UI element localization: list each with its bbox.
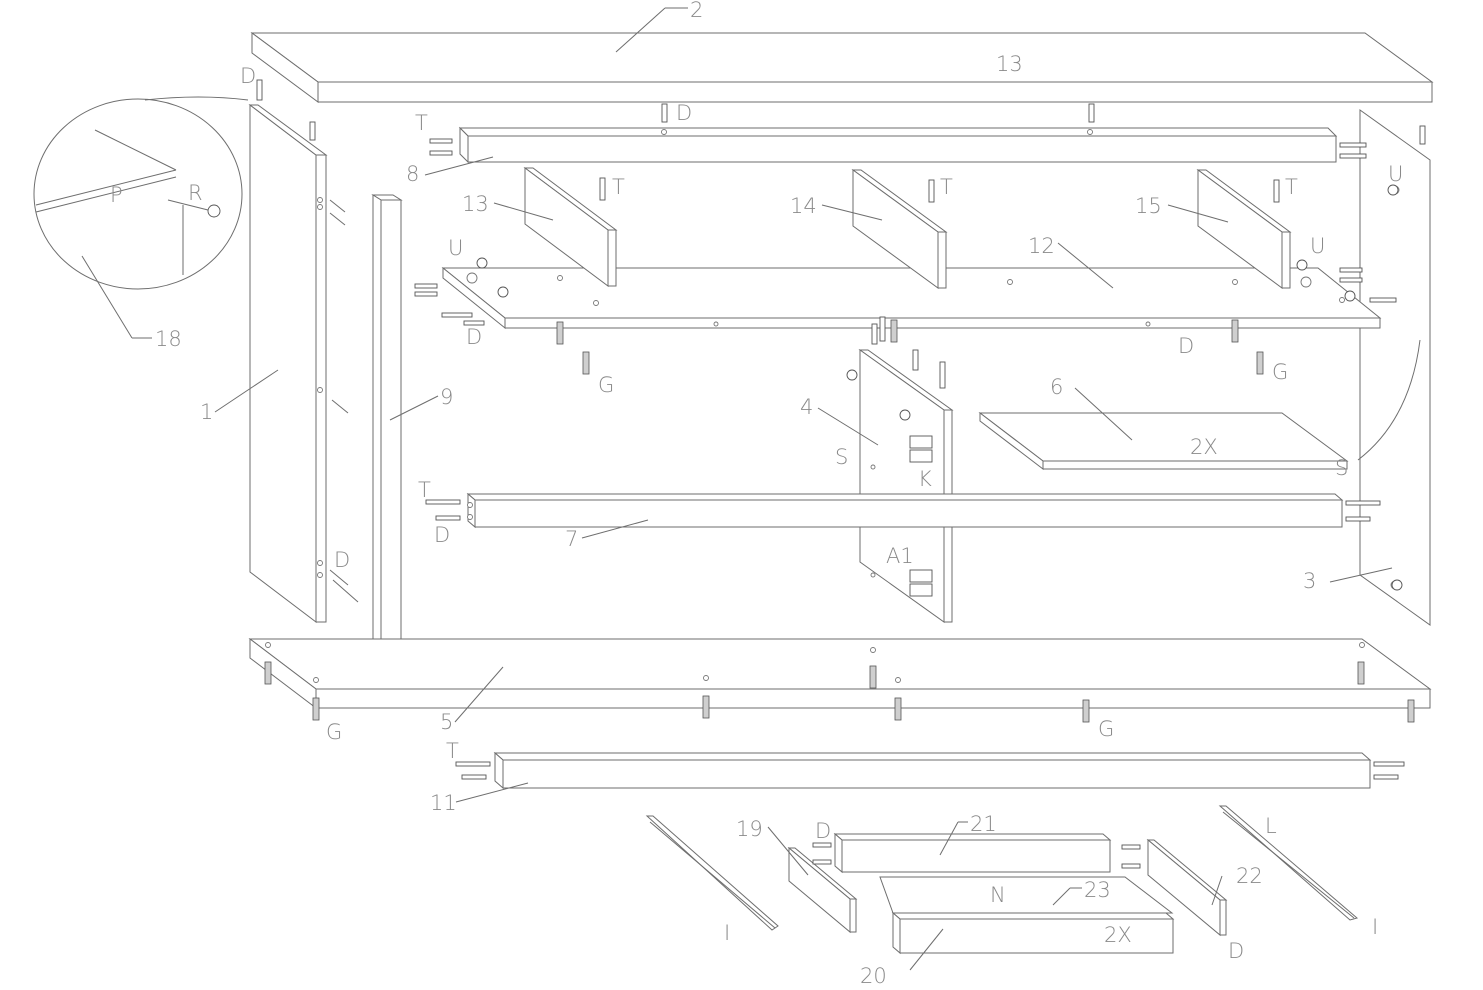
divider-14	[851, 169, 948, 289]
upper-rail	[458, 126, 1338, 164]
hardware-labels: D D D D D D D D T T T T T T U U U G G G …	[110, 64, 1403, 963]
label-part-4: 4	[800, 395, 813, 419]
label-part-9: 9	[440, 385, 453, 409]
label-part-3: 3	[1303, 569, 1316, 593]
label-part-11: 11	[430, 791, 457, 815]
quantity-shelf-6: 2X	[1190, 435, 1218, 459]
label-part-13: 13	[462, 192, 489, 216]
hw-label-g-4: G	[1098, 717, 1114, 741]
divider-13	[523, 167, 618, 287]
label-part-19: 19	[736, 817, 763, 841]
lower-rail	[466, 492, 1344, 529]
drawer-back-20	[891, 911, 1175, 955]
hw-label-g-3: G	[326, 720, 342, 744]
label-part-5: 5	[440, 710, 453, 734]
label-part-8: 8	[406, 162, 419, 186]
hw-label-u-1: U	[448, 236, 463, 260]
hw-label-i-1: I	[724, 921, 730, 945]
hw-label-u-2: U	[1310, 234, 1325, 258]
top-panel	[250, 32, 1434, 103]
plinth-rail	[493, 751, 1372, 790]
drawer-runner-right	[1218, 805, 1359, 921]
label-part-23: 23	[1084, 878, 1111, 902]
hw-label-i-2: I	[1372, 915, 1378, 939]
shelf-6	[978, 411, 1349, 471]
hardware-dowels	[256, 79, 1426, 869]
hw-label-t-2: T	[612, 175, 625, 199]
drawer-side-22	[1146, 838, 1228, 937]
quantity-drawer-back: 2X	[1104, 923, 1132, 947]
hw-label-l: L	[1265, 814, 1277, 838]
hw-label-g-2: G	[1272, 360, 1288, 384]
drawer-side-19	[787, 846, 858, 934]
hw-label-p: P	[110, 183, 123, 207]
label-part-20: 20	[860, 964, 887, 988]
hw-label-g-1: G	[598, 373, 614, 397]
label-part-13-top: 13	[996, 52, 1023, 76]
label-part-2: 2	[690, 0, 703, 22]
hw-label-a1: A1	[886, 544, 914, 568]
hw-label-d-3: D	[466, 325, 482, 349]
drawer-bottom-23	[879, 876, 1174, 914]
middle-shelf	[441, 266, 1382, 330]
center-divider	[858, 349, 954, 623]
hw-label-r: R	[188, 181, 203, 205]
label-part-12: 12	[1028, 234, 1055, 258]
label-part-15: 15	[1135, 194, 1162, 218]
hardware-screws	[264, 319, 1415, 723]
hw-label-d-7: D	[815, 819, 831, 843]
hw-label-s-2: S	[1335, 456, 1348, 480]
drawer-front-21	[833, 832, 1112, 874]
left-side-panel	[248, 103, 359, 624]
hw-label-d-1: D	[240, 64, 256, 88]
label-part-1: 1	[200, 400, 213, 424]
label-part-22: 22	[1236, 864, 1263, 888]
label-part-7: 7	[565, 527, 578, 551]
quantity-labels: 2X 2X	[1104, 435, 1218, 947]
vertical-post	[371, 194, 403, 664]
hw-label-t-6: T	[446, 739, 459, 763]
label-part-18: 18	[155, 327, 182, 351]
hw-label-t-1: T	[415, 111, 428, 135]
leader-lines	[81, 7, 1393, 971]
hw-label-t-3: T	[940, 175, 953, 199]
hw-label-k: K	[918, 467, 932, 491]
hardware-cam-locks	[476, 184, 1403, 591]
hw-label-d-6: D	[334, 548, 350, 572]
divider-15	[1196, 169, 1292, 289]
label-part-14: 14	[790, 194, 817, 218]
hw-label-d-4: D	[1178, 334, 1194, 358]
hw-label-d-2: D	[676, 101, 692, 125]
label-part-6: 6	[1050, 375, 1063, 399]
drawer-runner-left	[645, 815, 779, 931]
hw-label-t-5: T	[418, 478, 431, 502]
bottom-panel	[248, 637, 1432, 710]
hw-label-s-1: S	[835, 445, 848, 469]
hw-label-t-4: T	[1285, 175, 1298, 199]
hw-label-d-8: D	[1228, 939, 1244, 963]
part-labels: 2 13 1 3 4 5 6 7 8 9 11 12 13 14 15 18 1…	[155, 0, 1316, 988]
hw-label-u-3: U	[1388, 162, 1403, 186]
detail-callout	[33, 96, 1421, 461]
hw-label-n: N	[990, 883, 1006, 907]
hw-label-d-5: D	[434, 523, 450, 547]
label-part-21: 21	[970, 812, 997, 836]
